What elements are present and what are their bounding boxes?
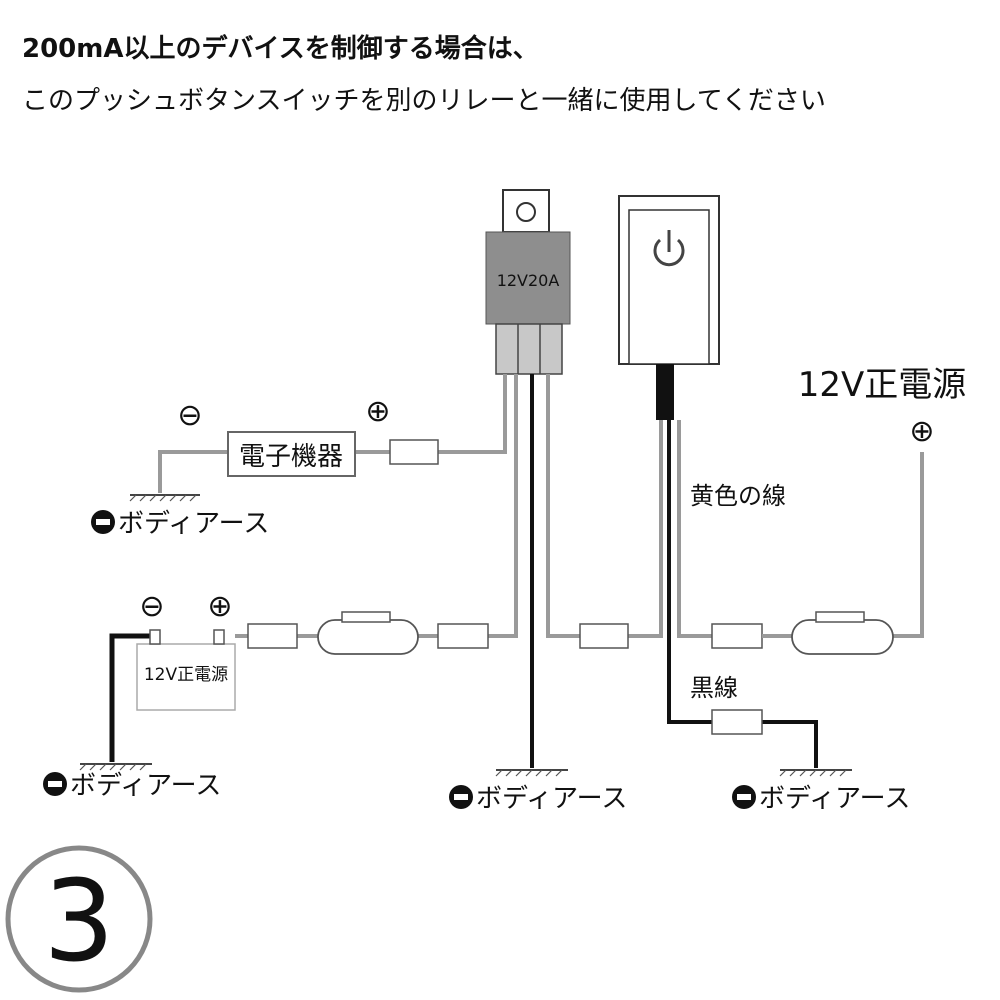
device-label: 電子機器 [239,442,343,472]
device-minus-sign: ⊖ [177,398,202,433]
battery-label: 12V正電源 [144,665,228,685]
positive-source-label: 12V正電源 [798,365,967,405]
svg-text:ボディアース: ボディアース [759,784,910,814]
power-icon [653,230,685,267]
svg-text:ボディアース: ボディアース [476,784,627,814]
yellow-wire-label: 黄色の線 [690,482,786,510]
black-wire [667,420,712,724]
body-ground-label: ボディアース [43,771,221,801]
device-plus-sign: ⊕ [365,394,390,429]
fuse-holder [247,623,298,649]
push-button-switch [618,195,720,420]
step-number: 3 [43,857,114,987]
ground-symbol [779,769,852,777]
fuse-holder [711,709,763,735]
battery-minus-sign: ⊖ [139,589,164,624]
black-wire-label: 黒線 [690,674,738,702]
relay-connector [495,323,563,375]
fuse-holder [437,623,489,649]
source-plus-sign: ⊕ [909,414,934,449]
relay: 12V20A [485,189,571,375]
inline-fuse [791,611,894,655]
body-ground-label: ボディアース [449,784,627,814]
battery: 12V正電源 [136,629,236,711]
battery-plus-sign: ⊕ [207,589,232,624]
svg-text:ボディアース: ボディアース [118,509,269,539]
instruction-line-1: 200mA以上のデバイスを制御する場合は、 [22,34,539,64]
ground-symbol [79,763,152,771]
switch-cable-boot [656,364,674,420]
fuse-holder [579,623,629,649]
ground-symbol [129,494,200,502]
relay-body [485,231,571,325]
body-ground-label: ボディアース [732,784,910,814]
instruction-line-2: このプッシュボタンスイッチを別のリレーと一緒に使用してください [22,86,826,116]
relay-mount-hole [516,202,536,222]
fuse-holder [711,623,763,649]
fuse-holder [389,439,439,465]
body-ground-label: ボディアース [91,509,269,539]
yellow-wire [628,420,663,638]
ground-symbol [495,769,568,777]
step-number-badge: 3 [5,845,153,993]
electronic-device: 電子機器 [227,431,356,477]
svg-text:ボディアース: ボディアース [70,771,221,801]
relay-rating-label: 12V20A [497,271,560,290]
inline-fuse [317,611,419,655]
